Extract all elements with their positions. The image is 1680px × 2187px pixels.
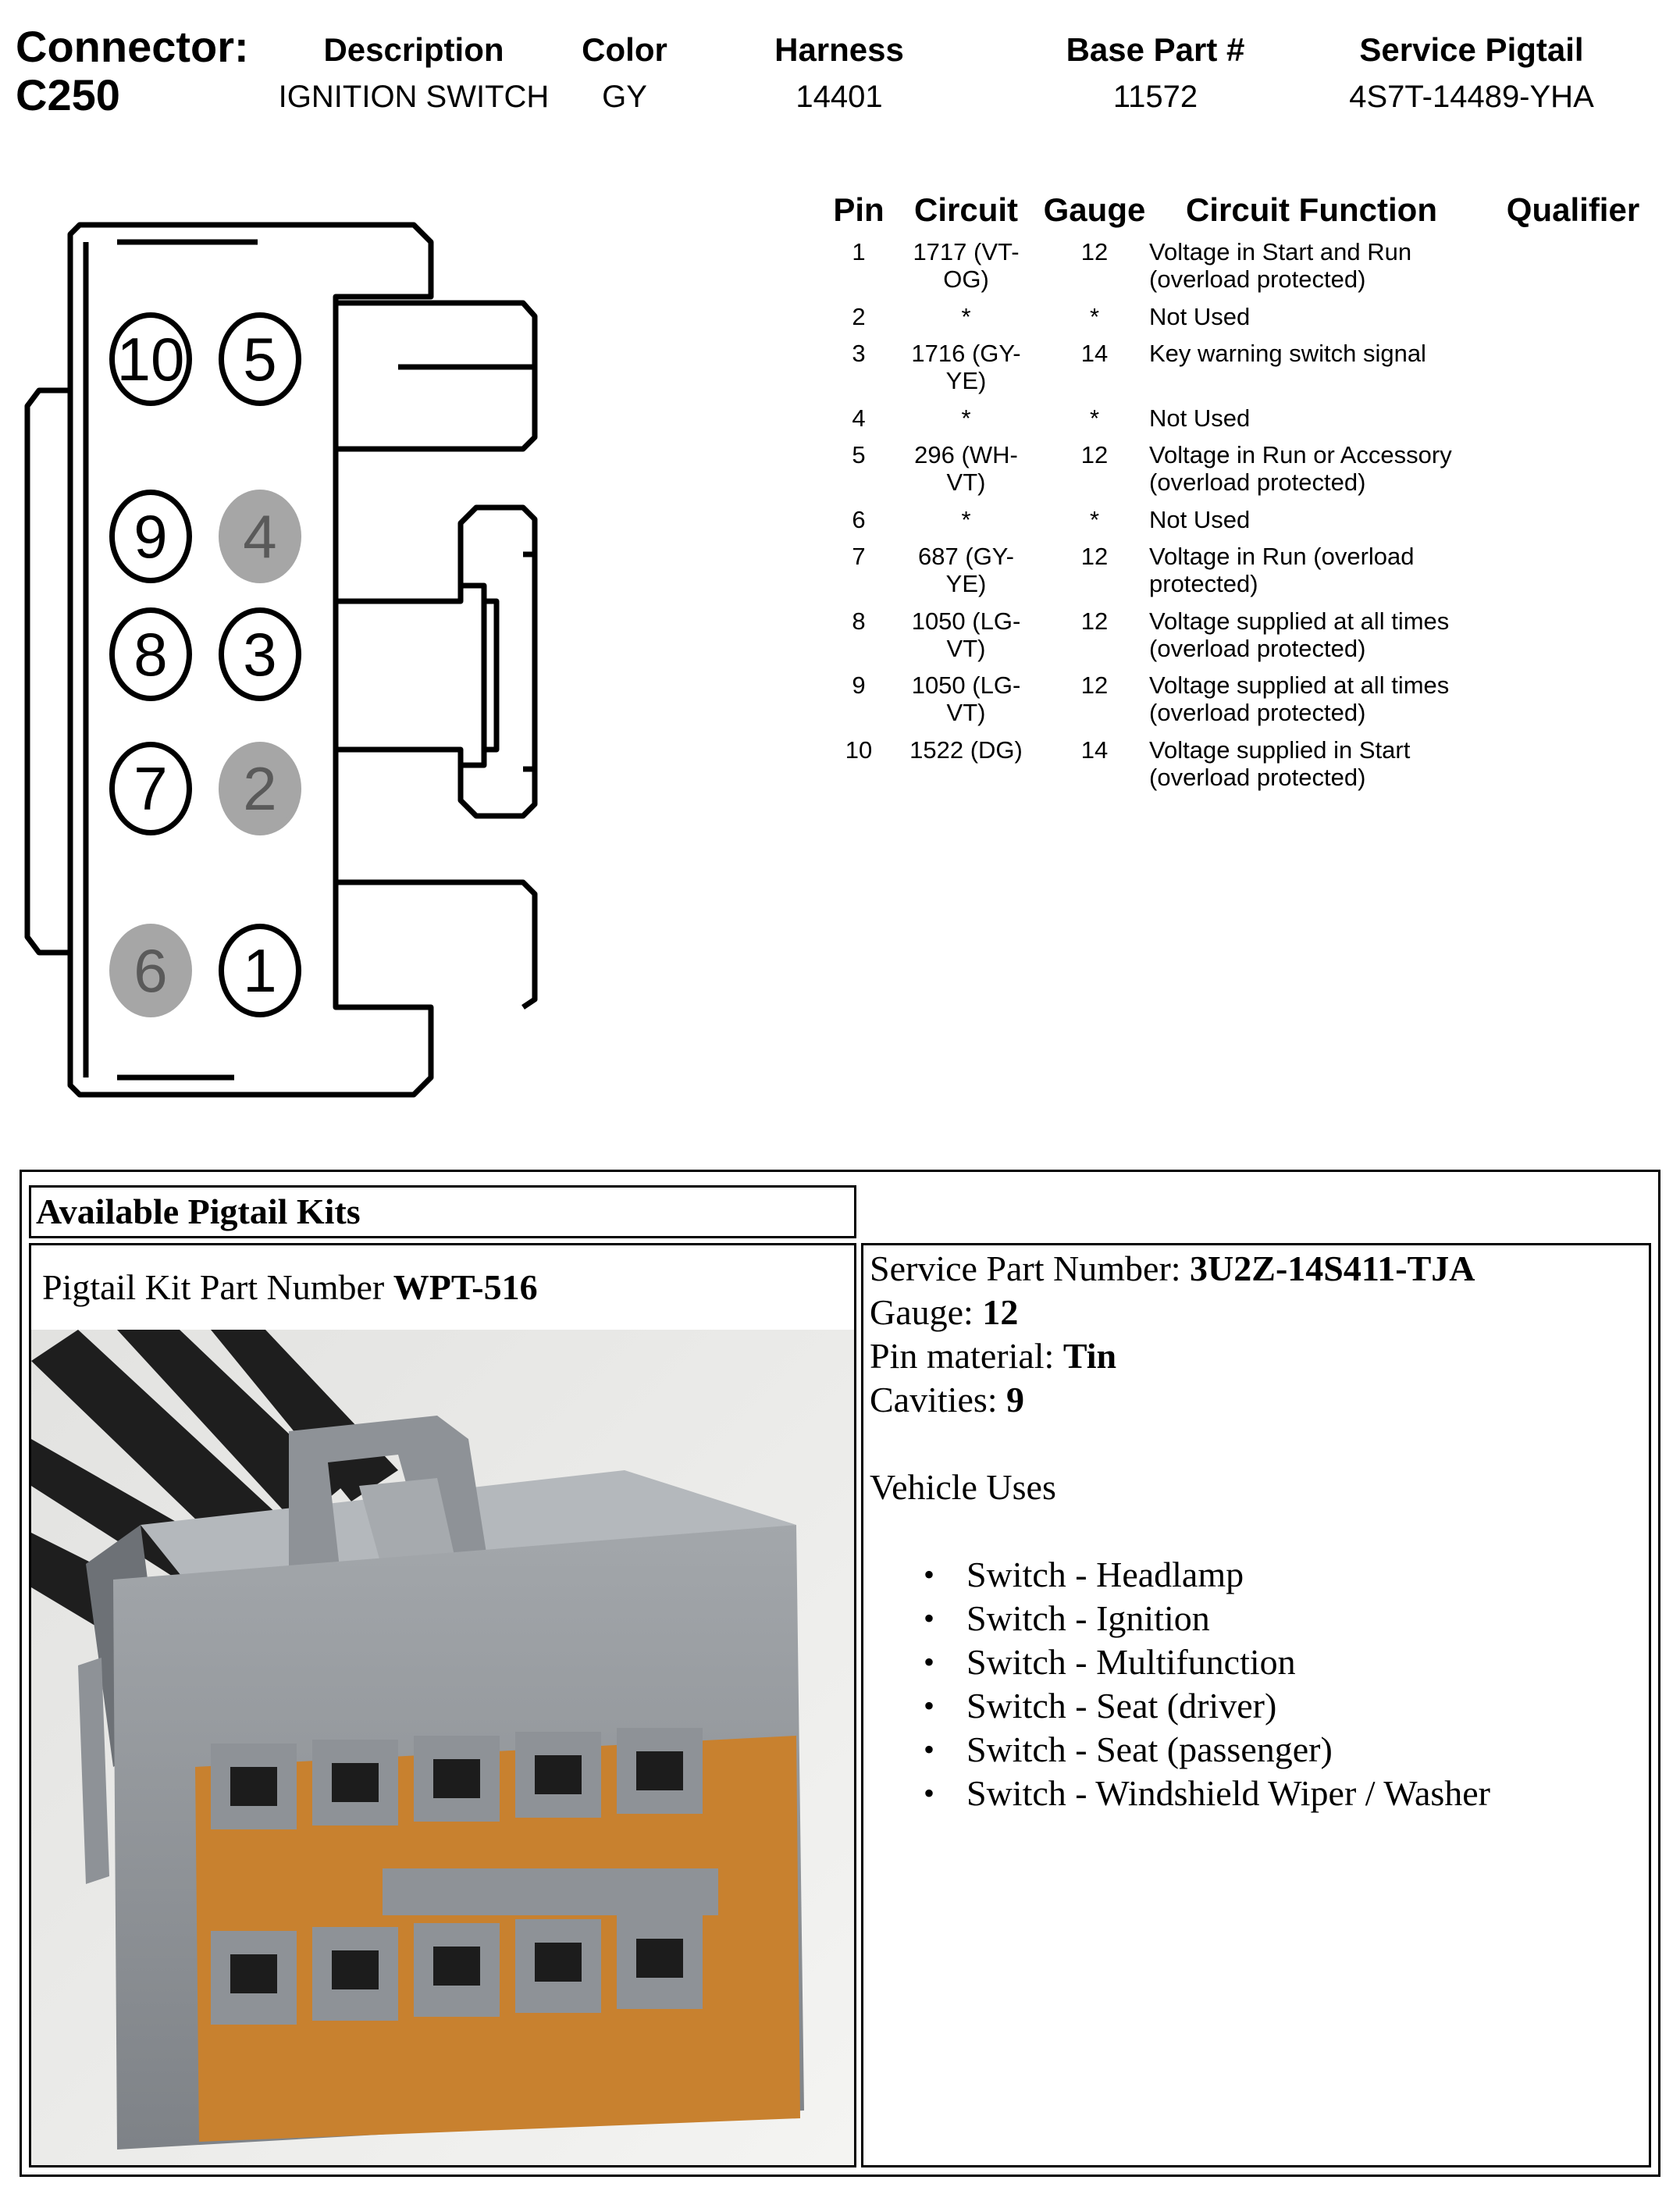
pin-number: 7	[852, 543, 866, 570]
pin-number: 4	[852, 404, 866, 432]
pin-table-header-gauge: Gauge	[1043, 191, 1146, 228]
pin-1-circle: 1	[219, 924, 301, 1017]
header-color-label: Color	[582, 31, 667, 68]
header-harness-value: 14401	[796, 80, 883, 114]
gauge: *	[1089, 506, 1100, 533]
pin-2-circle: 2	[219, 742, 301, 835]
list-item: Switch - Seat (driver)	[924, 1684, 1490, 1728]
circuit-function: Not Used	[1149, 404, 1251, 432]
circuit: 1717 (VT-OG)	[913, 238, 1020, 293]
pigtail-kit-part-number: Pigtail Kit Part Number WPT-516	[42, 1266, 538, 1309]
gauge-detail: Gauge: 12	[870, 1292, 1019, 1332]
kit-part-label: Pigtail Kit Part Number	[42, 1267, 385, 1307]
circuit-function: Not Used	[1149, 303, 1251, 330]
pin-7-circle: 7	[109, 742, 192, 835]
circuit-function: Key warning switch signal	[1149, 340, 1426, 367]
pin-material-detail: Pin material: Tin	[870, 1336, 1117, 1376]
pigtail-kits-panel	[20, 1170, 1660, 2177]
pigtail-details-cell: Service Part Number: 3U2Z-14S411-TJA Gau…	[861, 1243, 1651, 2167]
pin-table-header-qualifier: Qualifier	[1506, 191, 1640, 228]
gauge: 14	[1080, 736, 1109, 764]
pin-8-circle: 8	[109, 607, 192, 701]
list-item: Switch - Windshield Wiper / Washer	[924, 1772, 1490, 1815]
pin-4-circle: 4	[219, 490, 301, 583]
pin-table-header-circuit: Circuit	[913, 191, 1018, 228]
pin-number: 6	[852, 506, 866, 533]
pigtail-kits-title-cell: Available Pigtail Kits	[29, 1185, 856, 1238]
list-item: Switch - Multifunction	[924, 1640, 1490, 1684]
circuit: *	[961, 303, 971, 330]
vehicle-uses-list: Switch - Headlamp Switch - Ignition Swit…	[870, 1553, 1490, 1815]
gauge: *	[1089, 303, 1100, 330]
vehicle-uses-title: Vehicle Uses	[870, 1467, 1056, 1507]
connector-label: Connector:	[16, 22, 249, 71]
pigtail-connector-photo	[31, 1330, 854, 2165]
gauge: 12	[1080, 238, 1109, 265]
circuit: *	[961, 506, 971, 533]
service-part-number: Service Part Number: 3U2Z-14S411-TJA	[870, 1248, 1475, 1288]
gauge: 12	[1080, 441, 1109, 468]
pigtail-details: Service Part Number: 3U2Z-14S411-TJA Gau…	[870, 1247, 1490, 1815]
gauge: 12	[1080, 607, 1109, 635]
pin-6-circle: 6	[109, 924, 192, 1017]
pigtail-kit-cell: Pigtail Kit Part Number WPT-516	[29, 1243, 856, 2167]
pin-number: 1	[852, 238, 866, 265]
connector-outline	[24, 222, 538, 1098]
circuit-function: Voltage in Run or Accessory(overload pro…	[1149, 441, 1452, 496]
header-service-pigtail-label: Service Pigtail	[1359, 31, 1584, 68]
circuit-function: Not Used	[1149, 506, 1251, 533]
circuit-function: Voltage supplied at all times(overload p…	[1149, 607, 1450, 662]
kit-part-value: WPT-516	[393, 1267, 538, 1307]
gauge: *	[1089, 404, 1100, 432]
circuit: 1050 (LG-VT)	[911, 607, 1021, 662]
circuit: 687 (GY-YE)	[918, 543, 1014, 597]
pin-5-circle: 5	[219, 312, 301, 406]
gauge: 14	[1080, 340, 1109, 367]
list-item: Switch - Ignition	[924, 1597, 1490, 1640]
circuit: *	[961, 404, 971, 432]
circuit-function: Voltage supplied in Start(overload prote…	[1149, 736, 1411, 791]
circuit-function: Voltage supplied at all times(overload p…	[1149, 671, 1450, 726]
header-description-label: Description	[323, 31, 504, 68]
circuit: 1522 (DG)	[909, 736, 1023, 764]
header-service-pigtail-value: 4S7T-14489-YHA	[1349, 80, 1594, 114]
pin-table: Pin Circuit Gauge Circuit Function Quali…	[828, 191, 1663, 816]
gauge: 12	[1080, 671, 1109, 699]
pin-number: 2	[852, 303, 866, 330]
pin-number: 3	[852, 340, 866, 367]
header-description-value: IGNITION SWITCH	[278, 80, 550, 114]
circuit-function: Voltage in Start and Run(overload protec…	[1149, 238, 1412, 293]
circuit: 296 (WH-VT)	[914, 441, 1018, 496]
pin-10-circle: 10	[109, 312, 192, 406]
pin-table-header-pin: Pin	[833, 191, 884, 228]
connector-id: C250	[16, 70, 120, 119]
gauge: 12	[1080, 543, 1109, 570]
header-color-value: GY	[602, 80, 647, 114]
header-base-part-label: Base Part #	[1066, 31, 1245, 68]
pin-number: 8	[852, 607, 866, 635]
cavities-detail: Cavities: 9	[870, 1380, 1025, 1419]
circuit: 1716 (GY-YE)	[911, 340, 1021, 394]
pin-number: 5	[852, 441, 866, 468]
header-harness-label: Harness	[774, 31, 904, 68]
pin-9-circle: 9	[109, 490, 192, 583]
pin-table-header-function: Circuit Function	[1186, 191, 1437, 228]
list-item: Switch - Headlamp	[924, 1553, 1490, 1597]
pin-number: 9	[852, 671, 866, 699]
list-item: Switch - Seat (passenger)	[924, 1728, 1490, 1772]
pin-3-circle: 3	[219, 607, 301, 701]
header-base-part-value: 11572	[1112, 80, 1198, 114]
pin-number: 10	[845, 736, 873, 764]
circuit: 1050 (LG-VT)	[911, 671, 1021, 726]
pigtail-kits-title: Available Pigtail Kits	[36, 1191, 361, 1231]
